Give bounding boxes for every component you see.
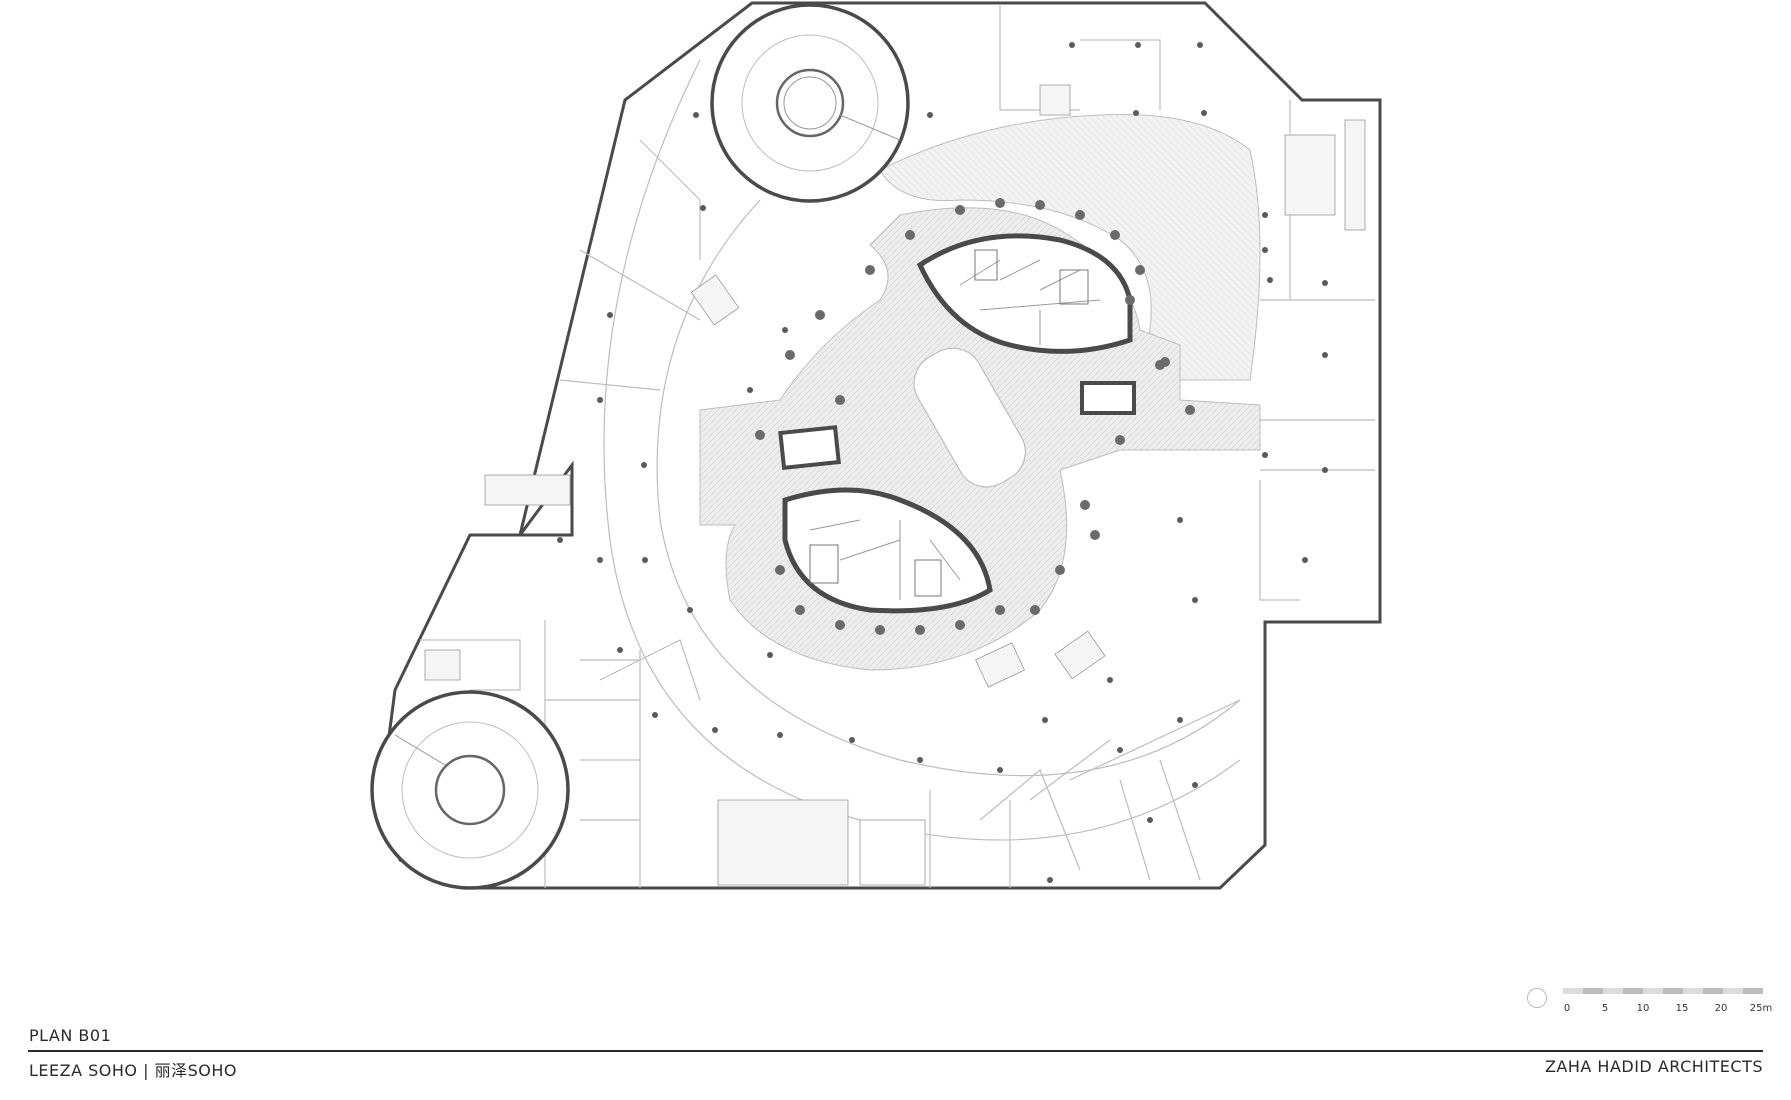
lift-core-west	[778, 425, 841, 471]
title-divider	[28, 1050, 1763, 1052]
core-north	[916, 233, 1133, 354]
project-title: LEEZA SOHO | 丽泽SOHO	[29, 1061, 237, 1080]
scale-tick: 15	[1675, 1003, 1689, 1014]
lift-core-east	[1080, 381, 1136, 415]
ramp-southwest	[370, 690, 570, 890]
scale-labels: 0 5 10 15 20 25m	[1525, 975, 1775, 1015]
scale-tick: 25m	[1749, 1003, 1773, 1014]
core-south	[782, 487, 993, 614]
scale-tick: 20	[1714, 1003, 1728, 1014]
north-arrow-icon	[1527, 988, 1547, 1008]
atrium-columns	[755, 198, 1195, 635]
plan-title: PLAN B01	[29, 1026, 112, 1045]
firm-name: ZAHA HADID ARCHITECTS	[1544, 1057, 1763, 1076]
columns	[557, 42, 1328, 883]
central-void	[913, 347, 1026, 488]
scale-tick: 0	[1563, 1003, 1571, 1014]
stairs	[424, 84, 1366, 886]
scale-bar	[1563, 988, 1763, 994]
scale-tick: 5	[1601, 1003, 1609, 1014]
ramp-north	[710, 3, 910, 203]
scale-tick: 10	[1636, 1003, 1650, 1014]
